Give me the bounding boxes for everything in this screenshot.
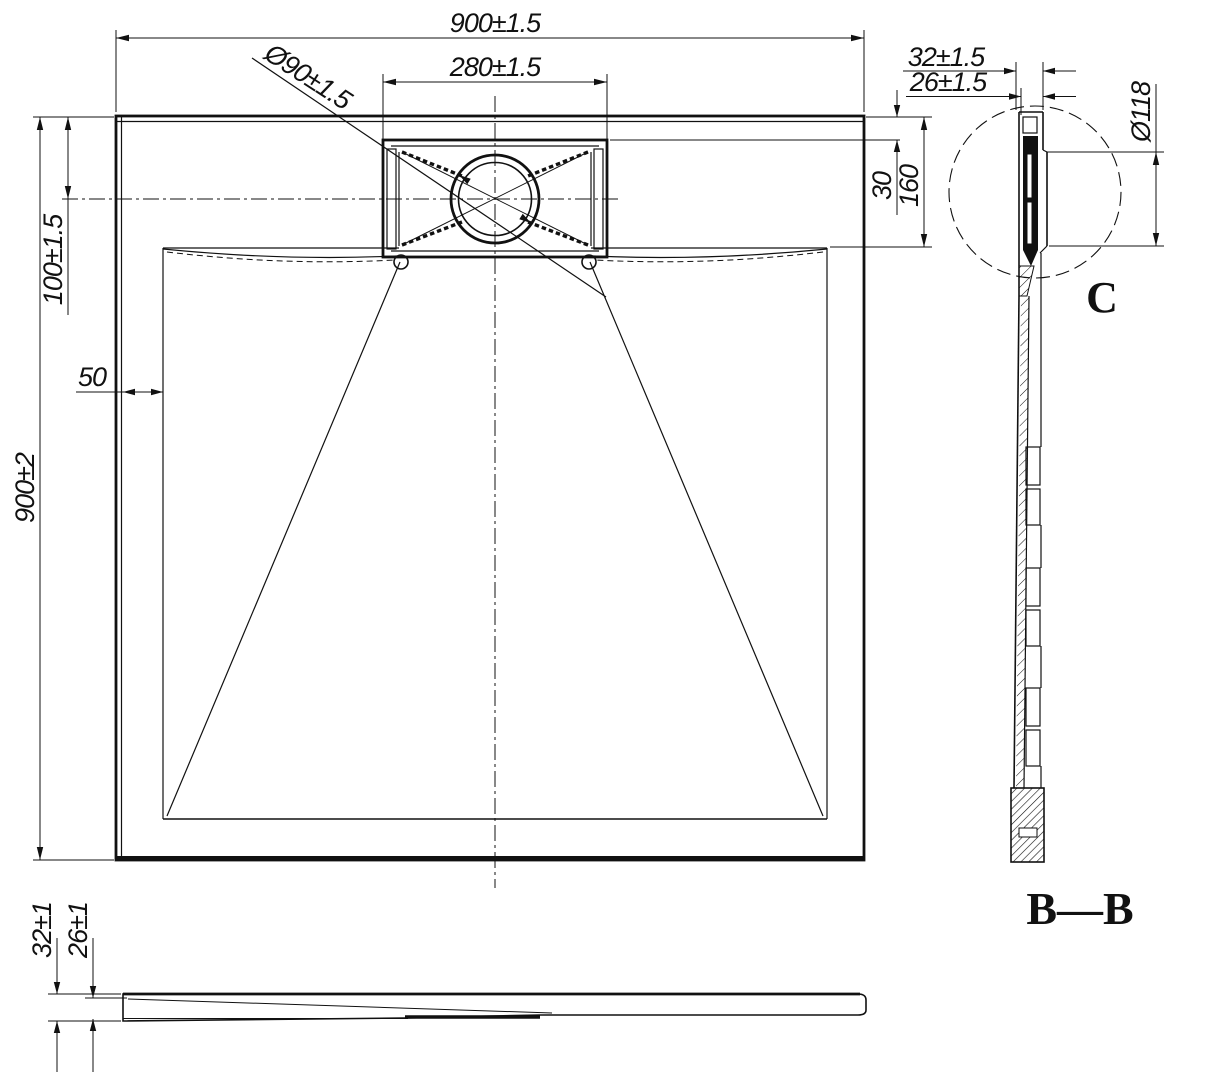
front-view: 32±1 26±1	[27, 902, 867, 1072]
floor-slope-line	[166, 261, 401, 817]
front-profile	[122, 993, 867, 1022]
tray-floor	[162, 247, 828, 820]
dim-rim-width: 50	[76, 362, 163, 396]
section-ribs	[1025, 446, 1042, 788]
dim-overall-height: 900±2	[10, 117, 114, 861]
dim-inner-rim-thickness-text: 26±1.5	[909, 67, 988, 97]
section-bb-view: C 32±1.5 26±1.5 Ø118	[903, 42, 1164, 934]
dim-drain-width-text: 280±1.5	[449, 52, 542, 82]
top-view: 900±1.5 280±1.5 Ø90±1.5 100±1.5	[10, 8, 932, 888]
detail-c-label: C	[1086, 273, 1118, 322]
detail-circle-c	[948, 105, 1122, 279]
tray-outer-edge	[114, 114, 866, 862]
dim-rim-thickness-text: 32±1.5	[908, 42, 986, 72]
floor-slope-line	[589, 261, 824, 817]
dim-drain-width: 280±1.5	[382, 52, 608, 139]
dim-drain-hole-diameter: Ø118	[1047, 81, 1164, 247]
dim-overall-width-text: 900±1.5	[450, 8, 542, 38]
dim-front-edge-thickness-text: 26±1	[63, 902, 93, 959]
section-wall-hatch	[1016, 296, 1029, 788]
dim-rim-to-drain: 30 160	[610, 90, 932, 248]
dim-overall-width: 900±1.5	[115, 8, 865, 112]
dim-front-total-thickness-text: 32±1	[27, 902, 57, 958]
dim-inner-rim-thickness: 26±1.5	[906, 67, 1076, 115]
dim-overall-height-text: 900±2	[10, 452, 40, 523]
dim-front-total-thickness: 32±1	[27, 902, 61, 1072]
dim-rim-width-text: 50	[78, 362, 107, 392]
section-bb-label: B—B	[1026, 883, 1133, 934]
dim-rim-thickness: 32±1.5	[903, 42, 1076, 110]
dim-rim-to-floor-text: 160	[894, 164, 924, 207]
section-foot	[1010, 787, 1045, 863]
dim-drain-offset: 100±1.5	[33, 116, 114, 315]
dim-drain-diameter-text: Ø90±1.5	[258, 37, 358, 116]
dim-drain-offset-text: 100±1.5	[38, 213, 68, 305]
dim-drain-hole-diameter-text: Ø118	[1126, 81, 1156, 143]
dim-front-edge-thickness: 26±1	[63, 902, 97, 1072]
dim-rim-to-drain-text: 30	[867, 171, 897, 200]
